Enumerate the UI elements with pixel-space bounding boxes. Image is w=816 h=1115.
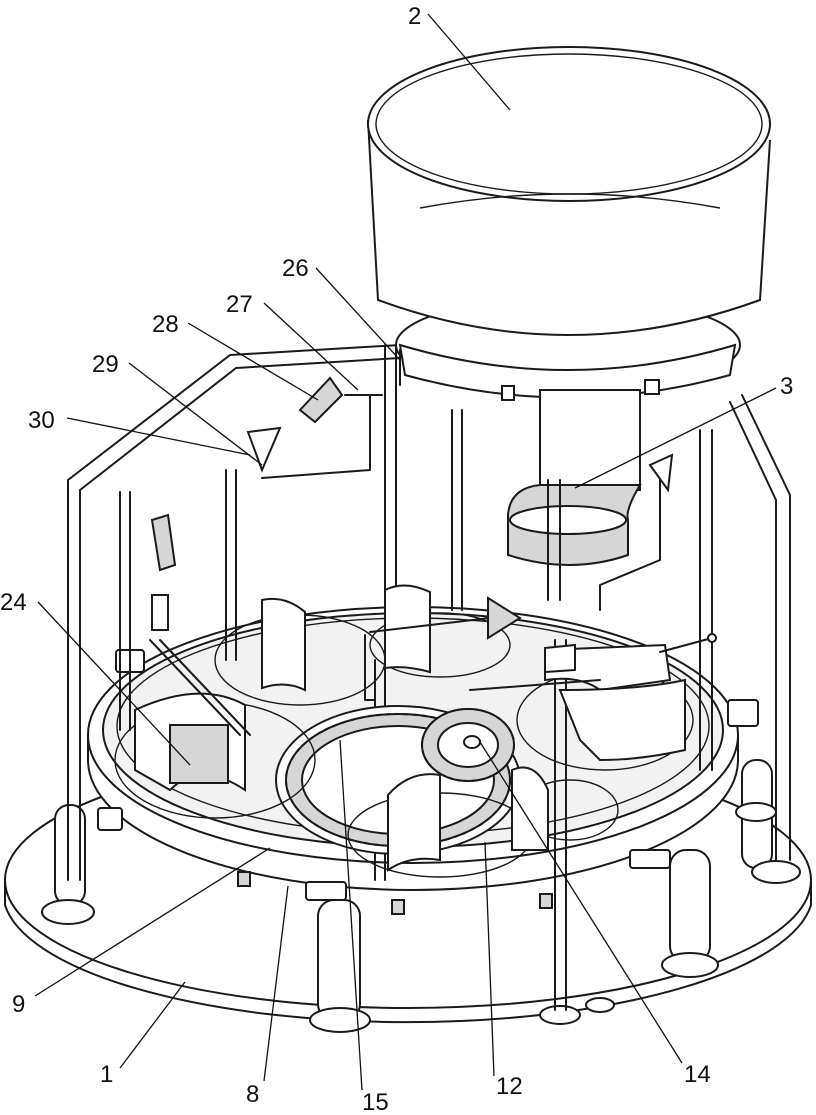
label-27: 27 bbox=[226, 291, 253, 318]
label-3: 3 bbox=[780, 373, 793, 400]
motor bbox=[508, 390, 640, 565]
label-8: 8 bbox=[246, 1081, 259, 1108]
label-2: 2 bbox=[408, 3, 421, 30]
label-14: 14 bbox=[684, 1061, 711, 1088]
label-12: 12 bbox=[496, 1073, 523, 1100]
label-28: 28 bbox=[152, 311, 179, 338]
label-9: 9 bbox=[12, 991, 25, 1018]
label-1: 1 bbox=[100, 1061, 113, 1088]
label-24: 24 bbox=[0, 589, 27, 616]
label-30: 30 bbox=[28, 407, 55, 434]
hopper bbox=[368, 47, 770, 398]
label-26: 26 bbox=[282, 255, 309, 282]
adjust-screw bbox=[660, 634, 716, 652]
pinion-gear bbox=[422, 709, 514, 781]
label-29: 29 bbox=[92, 351, 119, 378]
label-15: 15 bbox=[362, 1089, 389, 1115]
